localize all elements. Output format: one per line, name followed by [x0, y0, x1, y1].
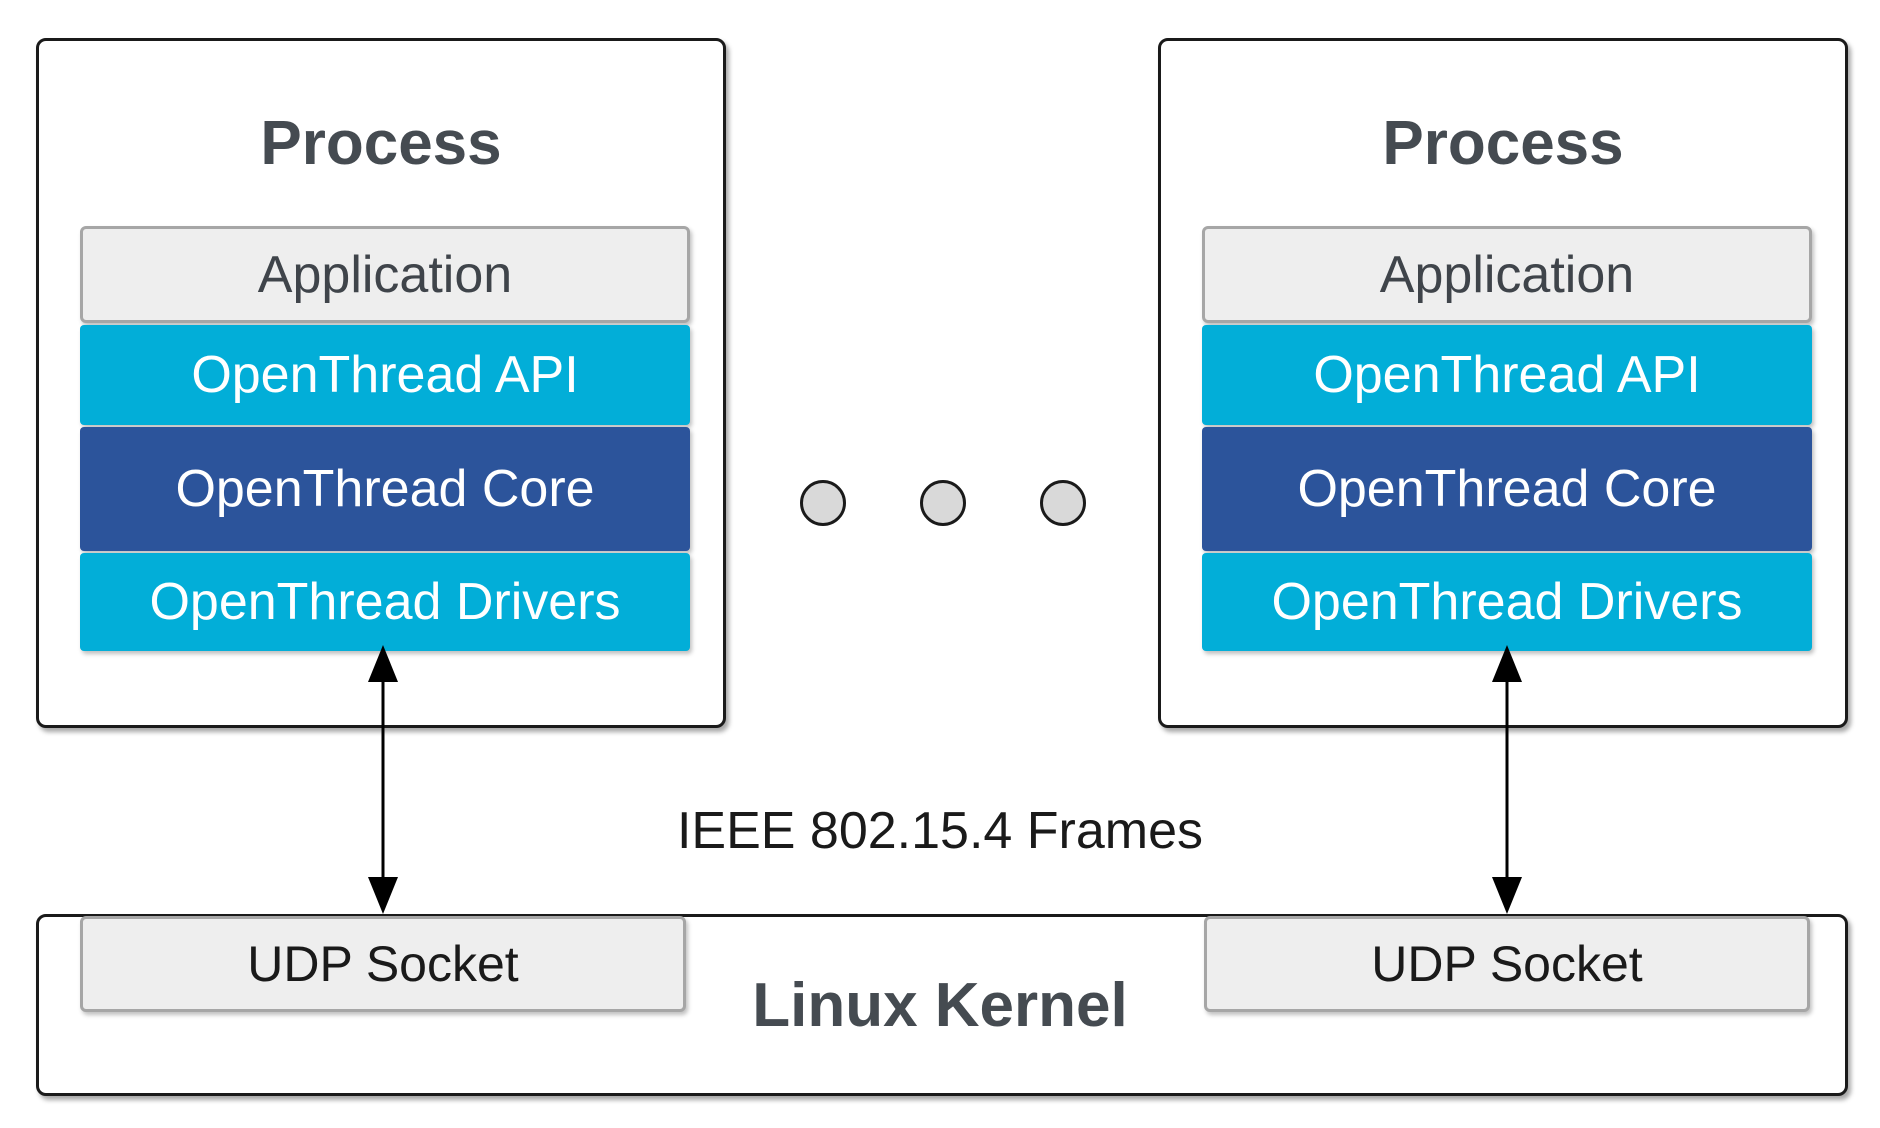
openthread-core-layer: OpenThread Core [80, 427, 690, 551]
udp-socket-left: UDP Socket [80, 916, 686, 1012]
process-title: Process [260, 109, 502, 178]
openthread-api-layer: OpenThread API [80, 325, 690, 425]
udp-socket-right: UDP Socket [1204, 916, 1810, 1012]
application-layer: Application [1202, 226, 1812, 323]
openthread-drivers-layer: OpenThread Drivers [80, 553, 690, 651]
process-title: Process [1382, 109, 1624, 178]
ellipsis-dot [1040, 480, 1086, 526]
application-layer: Application [80, 226, 690, 323]
process-box-left: Process Application OpenThread API OpenT… [36, 38, 726, 728]
openthread-core-layer: OpenThread Core [1202, 427, 1812, 551]
ellipsis-dot [920, 480, 966, 526]
linux-kernel-title: Linux Kernel [752, 971, 1128, 1040]
ellipsis-dot [800, 480, 846, 526]
openthread-drivers-layer: OpenThread Drivers [1202, 553, 1812, 651]
frames-label: IEEE 802.15.4 Frames [676, 802, 1204, 860]
process-box-right: Process Application OpenThread API OpenT… [1158, 38, 1848, 728]
openthread-api-layer: OpenThread API [1202, 325, 1812, 425]
